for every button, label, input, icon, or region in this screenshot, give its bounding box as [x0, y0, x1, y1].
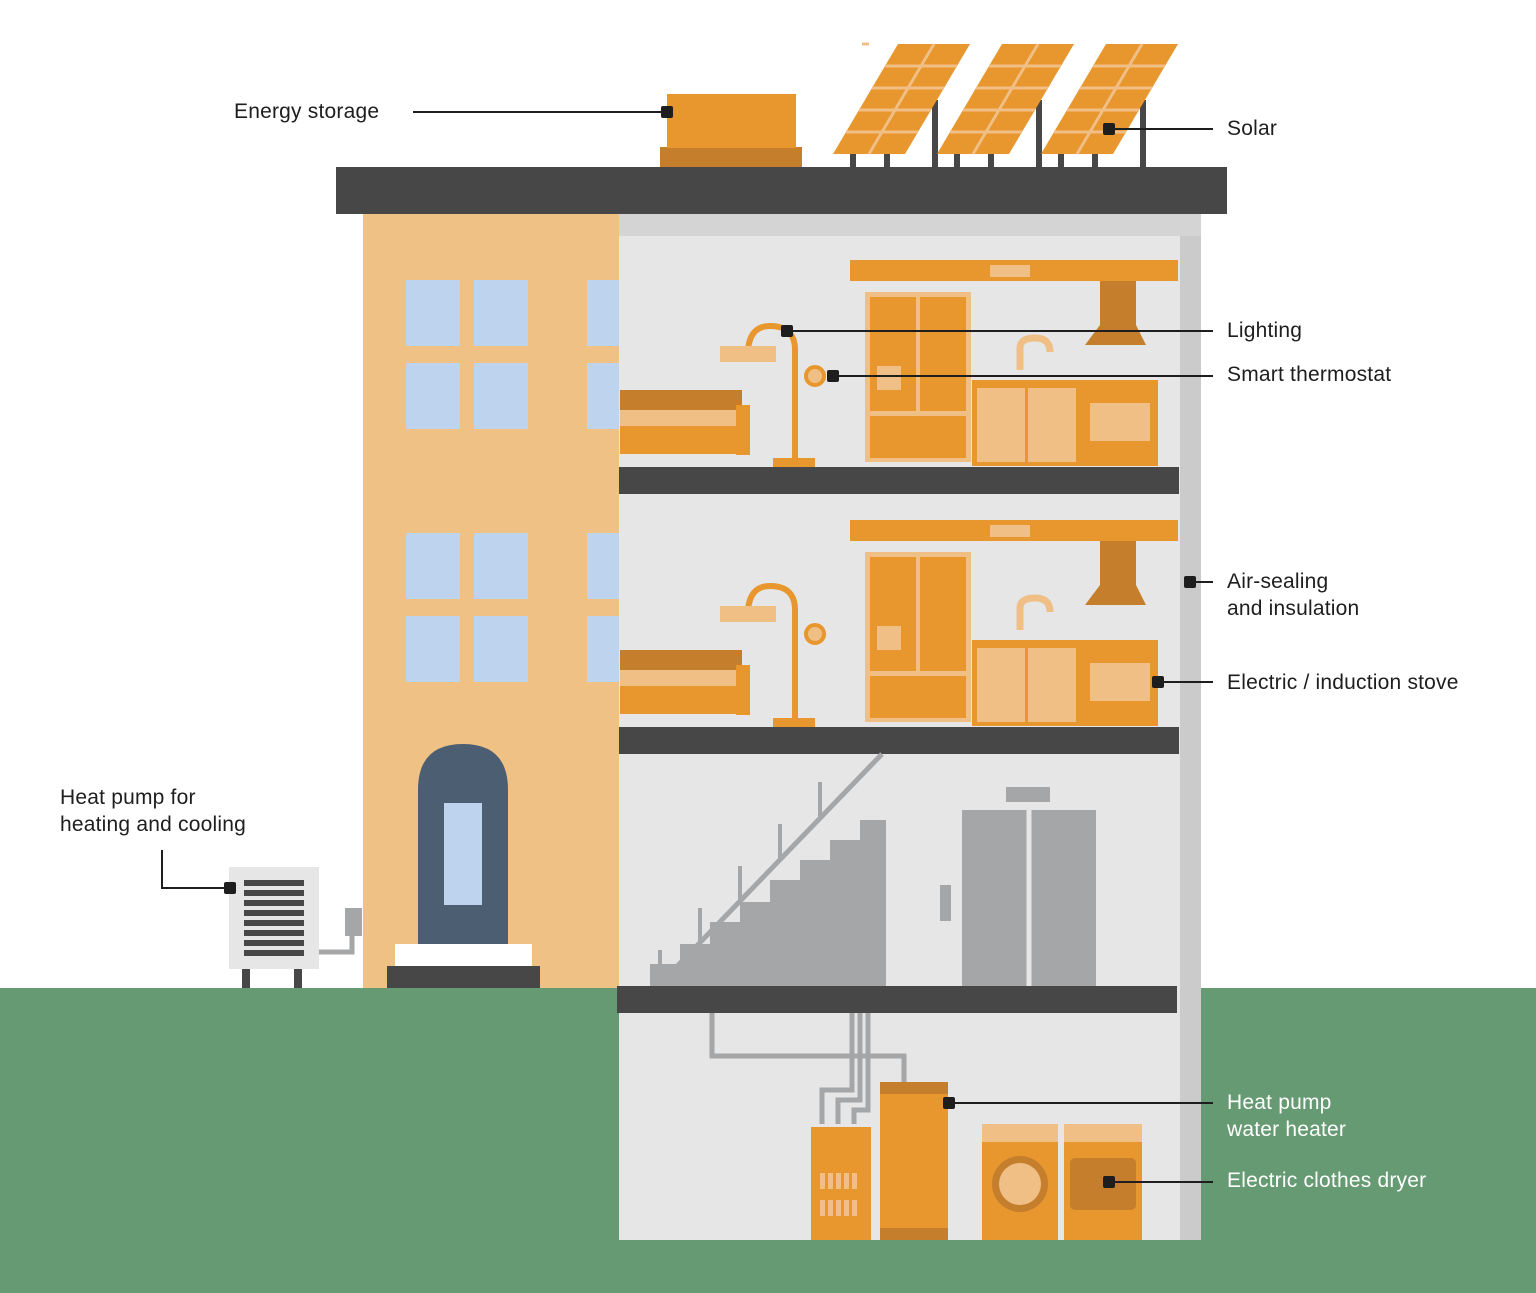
label-water-heater-line2: water heater — [1227, 1118, 1347, 1141]
dot-air-sealing — [1184, 576, 1196, 588]
floor-3 — [617, 986, 1177, 1013]
upper-windows — [406, 280, 619, 429]
floor-1 — [619, 467, 1179, 494]
basement — [709, 1013, 1142, 1240]
dot-thermostat — [827, 370, 839, 382]
dot-heat-pump — [224, 882, 236, 894]
label-heat-pump-line1: Heat pump for — [60, 786, 196, 809]
heat-pump-unit — [229, 867, 362, 988]
building-facade — [363, 212, 619, 988]
label-heat-pump-line2: heating and cooling — [60, 813, 246, 836]
dot-lighting — [781, 325, 793, 337]
middle-floor-furniture — [620, 520, 1178, 727]
middle-windows — [406, 533, 619, 682]
energy-storage-battery — [660, 94, 802, 167]
dot-stove — [1152, 676, 1164, 688]
label-water-heater-line1: Heat pump — [1227, 1091, 1332, 1114]
dot-energy-storage — [661, 106, 673, 118]
roof — [336, 167, 1227, 214]
ground-floor — [650, 752, 1096, 986]
solar-panel-2 — [937, 43, 1074, 167]
label-dryer: Electric clothes dryer — [1227, 1169, 1427, 1192]
dot-dryer — [1103, 1176, 1115, 1188]
insulation-wall — [1180, 236, 1201, 1240]
solar-panel-1 — [833, 42, 970, 167]
label-lighting: Lighting — [1227, 319, 1303, 342]
solar-panel-3 — [1041, 43, 1178, 167]
front-door — [387, 744, 540, 988]
label-heat-pump: Heat pump for heating and cooling — [60, 784, 246, 838]
label-energy-storage: Energy storage — [234, 100, 380, 123]
label-water-heater: Heat pump water heater — [1227, 1089, 1346, 1143]
dot-solar — [1103, 123, 1115, 135]
label-air-sealing-line1: Air-sealing — [1227, 570, 1329, 593]
label-stove: Electric / induction stove — [1227, 671, 1459, 694]
callouts — [161, 106, 1213, 1188]
dot-water-heater — [943, 1097, 955, 1109]
upper-floor-furniture — [620, 260, 1178, 467]
floor-2 — [619, 727, 1179, 754]
label-air-sealing: Air-sealing and insulation — [1227, 568, 1359, 622]
solar-panels — [833, 42, 1178, 167]
label-solar: Solar — [1227, 117, 1278, 140]
label-smart-thermostat: Smart thermostat — [1227, 363, 1392, 386]
label-air-sealing-line2: and insulation — [1227, 597, 1360, 620]
